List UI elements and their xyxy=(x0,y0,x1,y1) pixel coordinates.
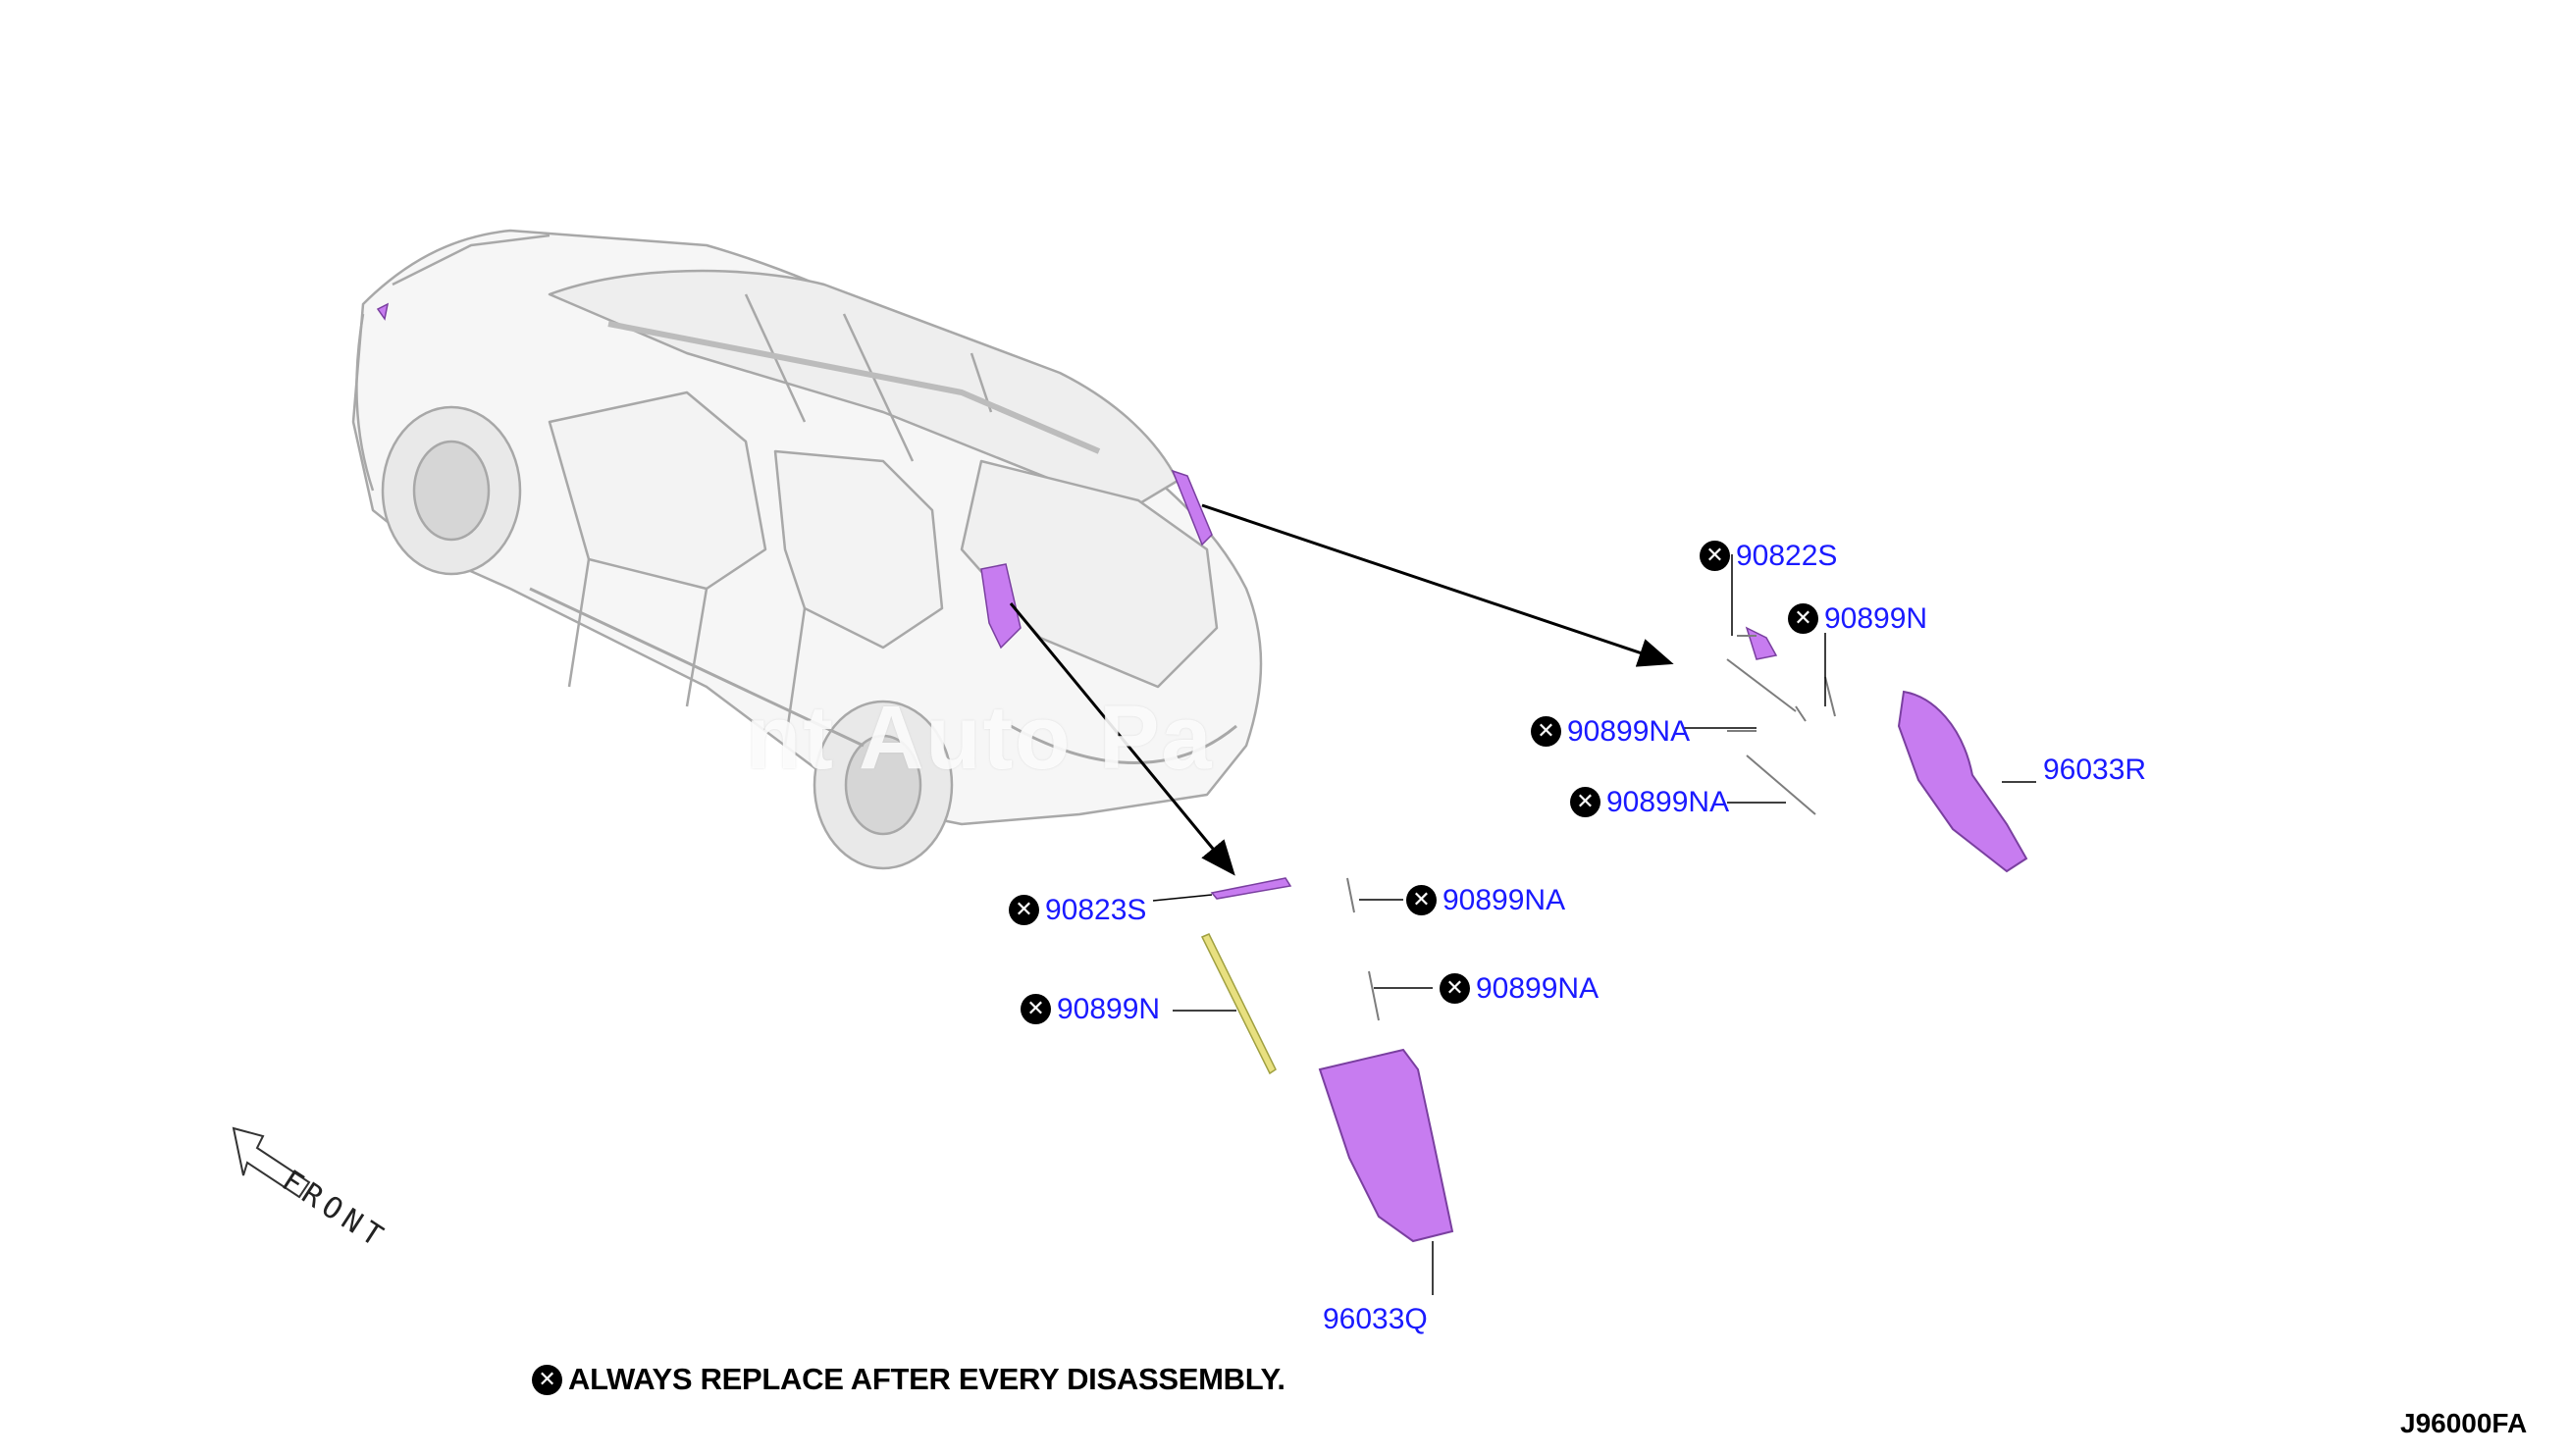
replace-mark-icon: ✕ xyxy=(1700,541,1730,571)
callout-90823S[interactable]: ✕ 90823S xyxy=(1009,895,1146,925)
leader-arrows xyxy=(1009,503,1674,876)
replace-mark-icon: ✕ xyxy=(1009,895,1039,925)
vehicle-highlighted-parts xyxy=(376,302,1213,650)
callout-label: 90899NA xyxy=(1476,971,1600,1005)
callout-96033R[interactable]: 96033R xyxy=(2043,755,2146,785)
replace-mark-icon: ✕ xyxy=(1788,603,1818,634)
callout-90899N-right[interactable]: ✕ 90899N xyxy=(1788,603,1927,634)
callout-label: 96033R xyxy=(2043,754,2147,786)
front-direction-icon xyxy=(232,1126,311,1199)
note-text: ALWAYS REPLACE AFTER EVERY DISASSEMBLY. xyxy=(568,1362,1285,1396)
watermark: nt Auto Pa xyxy=(746,688,1214,788)
callout-90899NA-left-lower[interactable]: ✕ 90899NA xyxy=(1440,973,1599,1004)
callout-90822S[interactable]: ✕ 90822S xyxy=(1700,541,1837,571)
callout-label: 96033Q xyxy=(1323,1303,1428,1335)
replace-mark-icon: ✕ xyxy=(1531,716,1561,747)
callout-90899NA-right-upper[interactable]: ✕ 90899NA xyxy=(1531,716,1690,747)
callout-90899NA-left-upper[interactable]: ✕ 90899NA xyxy=(1406,885,1565,915)
callout-label: 90899NA xyxy=(1567,714,1691,748)
callout-90899NA-right-lower[interactable]: ✕ 90899NA xyxy=(1570,787,1729,817)
right-assembly xyxy=(1683,554,2036,873)
callout-96033Q[interactable]: 96033Q xyxy=(1323,1305,1428,1334)
callout-label: 90899NA xyxy=(1442,883,1566,916)
replace-mark-icon: ✕ xyxy=(1440,973,1470,1004)
part-96033R-shape xyxy=(1897,690,2028,873)
part-90823S-shape xyxy=(1210,877,1292,900)
replacement-note: ✕ ALWAYS REPLACE AFTER EVERY DISASSEMBLY… xyxy=(532,1362,1285,1397)
part-90899N-left-shape xyxy=(1200,933,1277,1075)
callout-label: 90899N xyxy=(1824,601,1928,635)
callout-label: 90822S xyxy=(1736,539,1838,572)
callout-label: 90823S xyxy=(1045,893,1147,926)
diagram-code: J96000FA xyxy=(2400,1408,2528,1438)
replace-mark-icon: ✕ xyxy=(1406,885,1437,915)
callout-label: 90899NA xyxy=(1606,785,1730,818)
replace-mark-icon: ✕ xyxy=(1021,994,1051,1024)
replace-mark-icon: ✕ xyxy=(532,1364,562,1395)
vehicle-illustration xyxy=(351,229,1263,870)
left-assembly xyxy=(1152,877,1454,1295)
callout-label: 90899N xyxy=(1057,992,1161,1025)
replace-mark-icon: ✕ xyxy=(1570,787,1600,817)
part-90822S-shape xyxy=(1745,626,1778,660)
callout-90899N-left[interactable]: ✕ 90899N xyxy=(1021,994,1160,1024)
part-96033Q-shape xyxy=(1318,1048,1454,1243)
